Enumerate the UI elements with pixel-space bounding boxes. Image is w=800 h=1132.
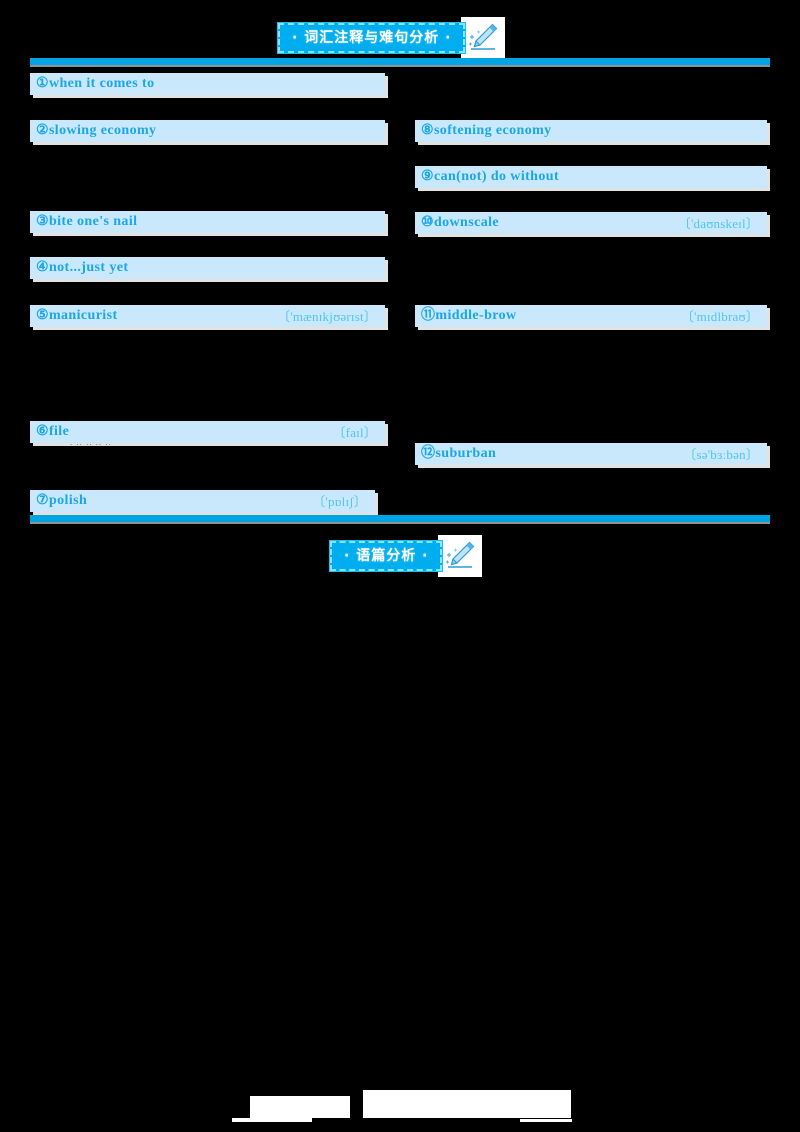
- section-badge-label: · 语篇分析 ·: [344, 547, 429, 564]
- vocab-entry: ⑤manicurist 〔'mænɪkjʊərɪst〕: [30, 305, 385, 327]
- pencil-icon: [461, 17, 506, 59]
- vocab-entry: ⑧softening economy: [415, 120, 767, 142]
- section-badge-label: · 词汇注释与难句分析 ·: [292, 29, 452, 46]
- entry-phonetic: 〔'pɒlɪʃ〕: [312, 493, 367, 509]
- entry-term: ⑫suburban: [421, 446, 497, 461]
- vocab-entry: ⑪middle-brow 〔'mɪdlbraʊ〕: [415, 305, 767, 327]
- section-header-vocabulary: · 词汇注释与难句分析 ·: [276, 17, 506, 59]
- vocab-entry: ①when it comes to: [30, 73, 385, 95]
- section-badge-vocabulary: · 词汇注释与难句分析 ·: [276, 22, 467, 54]
- footer-artifact: [232, 1118, 312, 1122]
- entry-term: ⑪middle-brow: [421, 308, 517, 323]
- divider-top: [30, 58, 770, 65]
- section-badge-discourse: · 语篇分析 ·: [328, 540, 444, 572]
- entry-term: ⑧softening economy: [421, 123, 552, 138]
- entry-term: ④not...just yet: [36, 260, 129, 275]
- entry-term: ⑤manicurist: [36, 308, 118, 323]
- entry-phonetic: 〔'mænɪkjʊərɪst〕: [277, 308, 377, 324]
- pencil-icon: [438, 535, 483, 577]
- vocab-entry: ④not...just yet: [30, 257, 385, 279]
- footer-artifact: [250, 1096, 350, 1118]
- faint-artifact-text: · ·· ·· ·· ··: [70, 441, 112, 449]
- footer-artifact: [363, 1090, 571, 1118]
- entry-phonetic: 〔sə'bɜːbən〕: [683, 446, 759, 462]
- entry-term: ⑨can(not) do without: [421, 169, 560, 184]
- vocab-entry: ⑨can(not) do without: [415, 166, 767, 188]
- vocab-entry: ⑫suburban 〔sə'bɜːbən〕: [415, 443, 767, 465]
- vocab-entry: ⑥file 〔faɪl〕: [30, 421, 385, 443]
- entry-phonetic: 〔faɪl〕: [332, 424, 377, 440]
- vocab-entry: ⑦polish 〔'pɒlɪʃ〕: [30, 490, 375, 512]
- entry-term: ②slowing economy: [36, 123, 157, 138]
- entry-term: ①when it comes to: [36, 76, 155, 91]
- divider-bottom: [30, 515, 770, 522]
- vocab-entry: ⑩downscale 〔'daʊnskeɪl〕: [415, 212, 767, 234]
- entry-term: ⑩downscale: [421, 215, 500, 230]
- vocab-entry: ③bite one's nail: [30, 211, 385, 233]
- footer-artifact: [520, 1119, 572, 1122]
- entry-term: ③bite one's nail: [36, 214, 138, 229]
- entry-phonetic: 〔'daʊnskeɪl〕: [677, 215, 759, 231]
- section-header-discourse: · 语篇分析 ·: [328, 535, 483, 577]
- entry-term: ⑦polish: [36, 493, 88, 508]
- entry-term: ⑥file: [36, 424, 70, 439]
- vocab-entry: ②slowing economy: [30, 120, 385, 142]
- entry-phonetic: 〔'mɪdlbraʊ〕: [680, 308, 759, 324]
